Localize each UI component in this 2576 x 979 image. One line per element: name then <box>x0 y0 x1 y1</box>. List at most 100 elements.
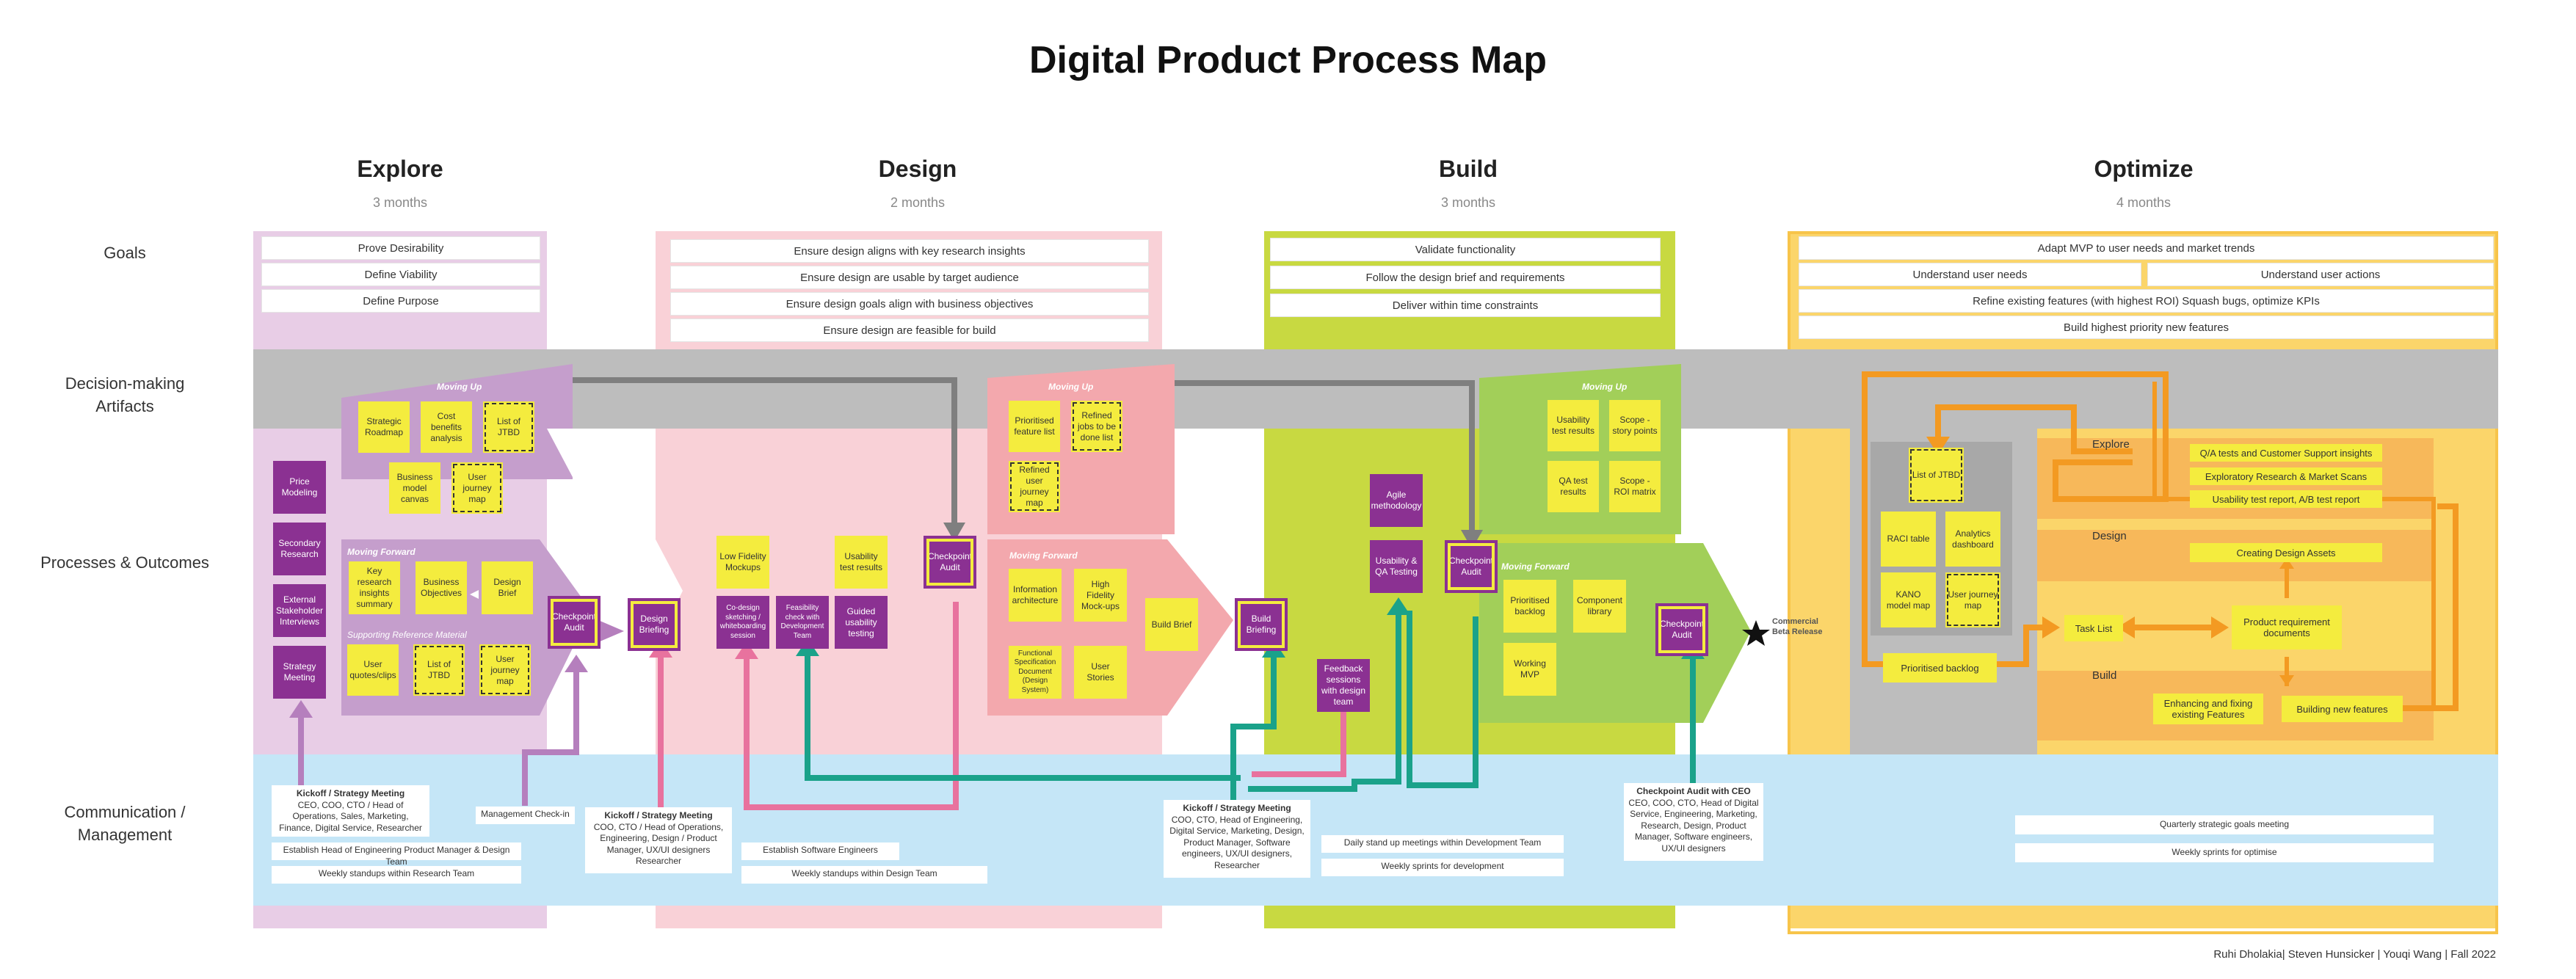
moving-forward-label: Moving Forward <box>1009 550 1078 561</box>
orange-flow-line <box>1935 404 2133 454</box>
purple-arrowhead <box>289 700 313 718</box>
sticky-note: List of JTBD <box>483 401 534 453</box>
orange-arrowhead <box>2279 675 2294 686</box>
goal-item: Deliver within time constraints <box>1270 294 1661 317</box>
comm-body: COO, CTO, Head of Engineering, Digital S… <box>1169 814 1305 870</box>
purple-flow-line <box>522 668 579 806</box>
commercial-beta-label: Commercial Beta Release <box>1772 617 1823 637</box>
sticky-note: Strategic Roadmap <box>358 401 410 453</box>
moving-forward-label: Moving Forward <box>347 547 416 557</box>
sticky-note: RACI table <box>1881 512 1936 567</box>
process-agile-methodology: Agile methodology <box>1370 474 1423 527</box>
goal-item: Refine existing features (with highest R… <box>1799 289 2494 313</box>
process-feasibility-check: Feasibility check with Development Team <box>776 596 829 649</box>
optimize-explore-label: Explore <box>2092 438 2130 451</box>
sticky-note: Usability test results <box>1548 400 1599 451</box>
row-label-artifacts: Decision-making Artifacts <box>65 374 185 415</box>
goal-item: Define Viability <box>261 263 540 286</box>
supporting-label: Supporting Reference Material <box>347 630 467 640</box>
comm-kickoff-build: Kickoff / Strategy Meeting COO, CTO, Hea… <box>1164 800 1310 878</box>
sticky-note: Cost benefits analysis <box>421 401 472 453</box>
phase-title-optimize: Optimize <box>2094 156 2194 182</box>
goal-item: Adapt MVP to user needs and market trend… <box>1799 236 2494 260</box>
phase-title-explore: Explore <box>357 156 443 182</box>
teal-arrowhead <box>1387 597 1410 615</box>
sticky-note: Design Brief <box>482 561 533 614</box>
sticky-note: Build Brief <box>1145 598 1198 651</box>
design-gap-chevron-left <box>547 429 656 754</box>
goal-item: Ensure design are feasible for build <box>670 319 1149 342</box>
product-requirement-documents: Product requirement documents <box>2232 605 2342 649</box>
process-secondary-research: Secondary Research <box>273 523 326 575</box>
goal-item: Prove Desirability <box>261 236 540 260</box>
purple-forward-arrow <box>598 620 624 642</box>
sticky-note: Working MVP <box>1503 643 1556 696</box>
sticky-note: List of JTBD <box>1909 448 1964 503</box>
optimize-design-item: Creating Design Assets <box>2190 543 2382 562</box>
sticky-note: Refined user journey map <box>1009 461 1060 512</box>
row-label-goals: Goals <box>104 244 146 262</box>
comm-establish-head: Establish Head of Engineering Product Ma… <box>272 842 521 867</box>
goal-item: Understand user needs <box>1799 263 2141 286</box>
process-usability-qa-testing: Usability & QA Testing <box>1370 540 1423 593</box>
sticky-note: Usability test results <box>835 536 888 589</box>
optimize-border <box>1788 231 2498 934</box>
comm-checkpoint-ceo: Checkpoint Audit with CEO CEO, COO, CTO,… <box>1624 783 1763 861</box>
sticky-note: Scope - story points <box>1609 400 1661 451</box>
comm-weekly-sprints-development: Weekly sprints for development <box>1321 859 1564 876</box>
sticky-note: KANO model map <box>1881 572 1936 627</box>
comm-quarterly-goals: Quarterly strategic goals meeting <box>2015 815 2434 834</box>
page-title: Digital Product Process Map <box>1028 39 1548 81</box>
purple-arrowhead <box>565 655 588 672</box>
comm-body: CEO, COO, CTO / Head of Operations, Sale… <box>279 799 422 833</box>
comm-establish-engineers: Establish Software Engineers <box>741 842 899 860</box>
teal-flow-line <box>1230 653 1277 807</box>
optimize-gap-chevron <box>1675 429 1788 754</box>
teal-flow-line <box>1407 611 1479 788</box>
pink-flow-line <box>1252 705 1346 777</box>
sticky-note: Low Fidelity Mockups <box>716 536 769 589</box>
goal-item: Ensure design goals align with business … <box>670 292 1149 316</box>
comm-weekly-sprints-optimise: Weekly sprints for optimise <box>2015 843 2434 862</box>
process-price-modeling: Price Modeling <box>273 461 326 514</box>
sticky-note: Information architecture <box>1009 569 1062 622</box>
sticky-note: User journey map <box>1945 572 2000 627</box>
process-stakeholder-interviews: External Stakeholder Interviews <box>273 584 326 637</box>
orange-arrowhead <box>2042 616 2060 638</box>
comm-title: Kickoff / Strategy Meeting <box>604 810 713 820</box>
row-label-processes: Processes & Outcomes <box>40 553 209 572</box>
teal-flow-line <box>1248 611 1401 792</box>
orange-arrowhead <box>2279 558 2294 569</box>
sticky-note: Analytics dashboard <box>1945 512 2000 567</box>
goal-item: Define Purpose <box>261 289 540 313</box>
pink-flow-line <box>744 602 959 810</box>
process-guided-usability-testing: Guided usability testing <box>835 596 888 649</box>
comm-title: Kickoff / Strategy Meeting <box>1183 803 1291 813</box>
build-briefing: Build Briefing <box>1235 598 1288 651</box>
comm-management-checkin: Management Check-in <box>476 807 575 824</box>
goal-item: Build highest priority new features <box>1799 316 2494 339</box>
sticky-note: QA test results <box>1548 461 1599 512</box>
sticky-note: User journey map <box>451 462 503 514</box>
phase-duration-explore: 3 months <box>372 195 428 210</box>
comm-kickoff-design: Kickoff / Strategy Meeting COO, CTO / He… <box>585 807 732 873</box>
sticky-note: Business model canvas <box>389 462 440 514</box>
prioritised-backlog: Prioritised backlog <box>1883 653 1997 683</box>
teal-flow-line <box>805 652 1241 781</box>
optimize-explore-item: Usability test report, A/B test report <box>2190 490 2382 508</box>
gray-flow-arrowhead <box>1461 530 1483 549</box>
moving-up-label: Moving Up <box>1048 382 1094 392</box>
optimize-design-label: Design <box>2092 530 2127 542</box>
phase-title-design: Design <box>878 156 957 182</box>
pink-arrowhead <box>735 641 758 659</box>
row-label-communication: Communication / Management <box>64 803 186 844</box>
comm-kickoff-explore: Kickoff / Strategy Meeting CEO, COO, CTO… <box>272 785 429 837</box>
goal-item: Ensure design aligns with key research i… <box>670 239 1149 263</box>
gray-flow-arrowhead <box>943 523 965 542</box>
sticky-note: User journey map <box>479 644 531 696</box>
build-checkpoint-audit: Checkpoint Audit <box>1445 540 1498 593</box>
sticky-note: Refined jobs to be done list <box>1071 401 1122 452</box>
sticky-note: Business Objectives <box>416 561 467 614</box>
moving-up-label: Moving Up <box>437 382 482 392</box>
comm-weekly-standups-design: Weekly standups within Design Team <box>741 866 987 884</box>
